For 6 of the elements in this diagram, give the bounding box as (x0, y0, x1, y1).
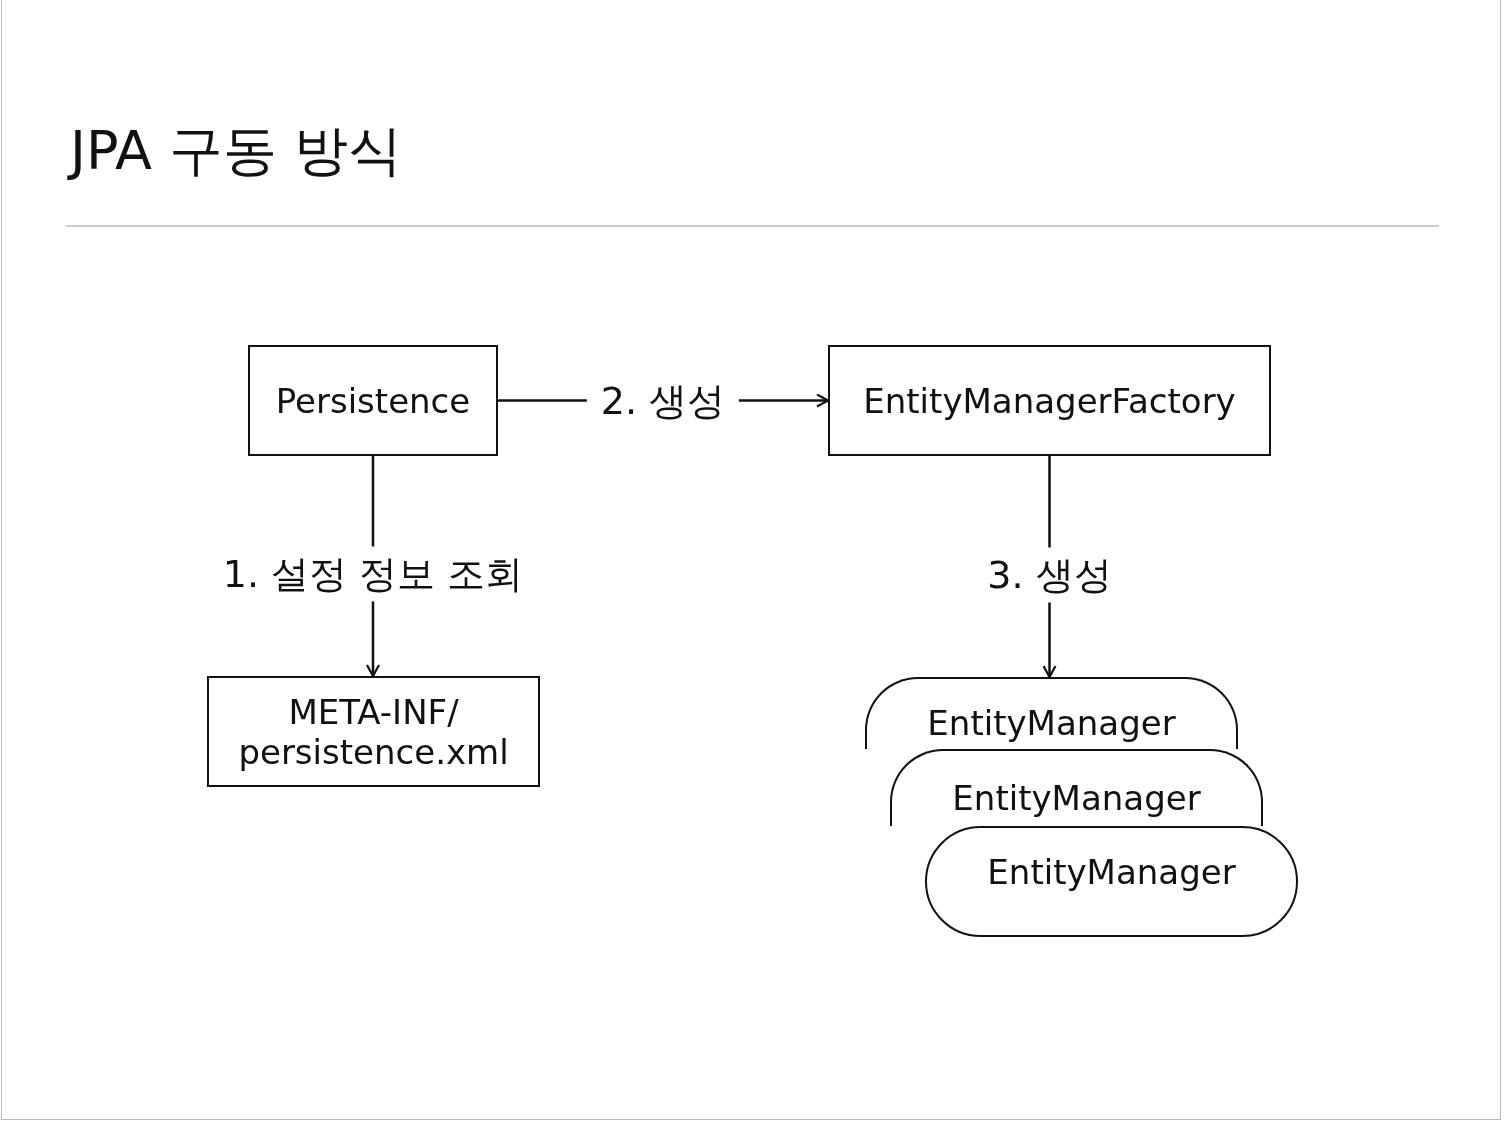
process-box: META-INF/ persistence.xml (207, 676, 540, 787)
process-box: EntityManagerFactory (828, 345, 1271, 456)
rounded-box: EntityManager (865, 677, 1238, 749)
rounded-box: EntityManager (925, 826, 1298, 937)
process-box: Persistence (248, 345, 498, 456)
rounded-box: EntityManager (890, 749, 1263, 826)
